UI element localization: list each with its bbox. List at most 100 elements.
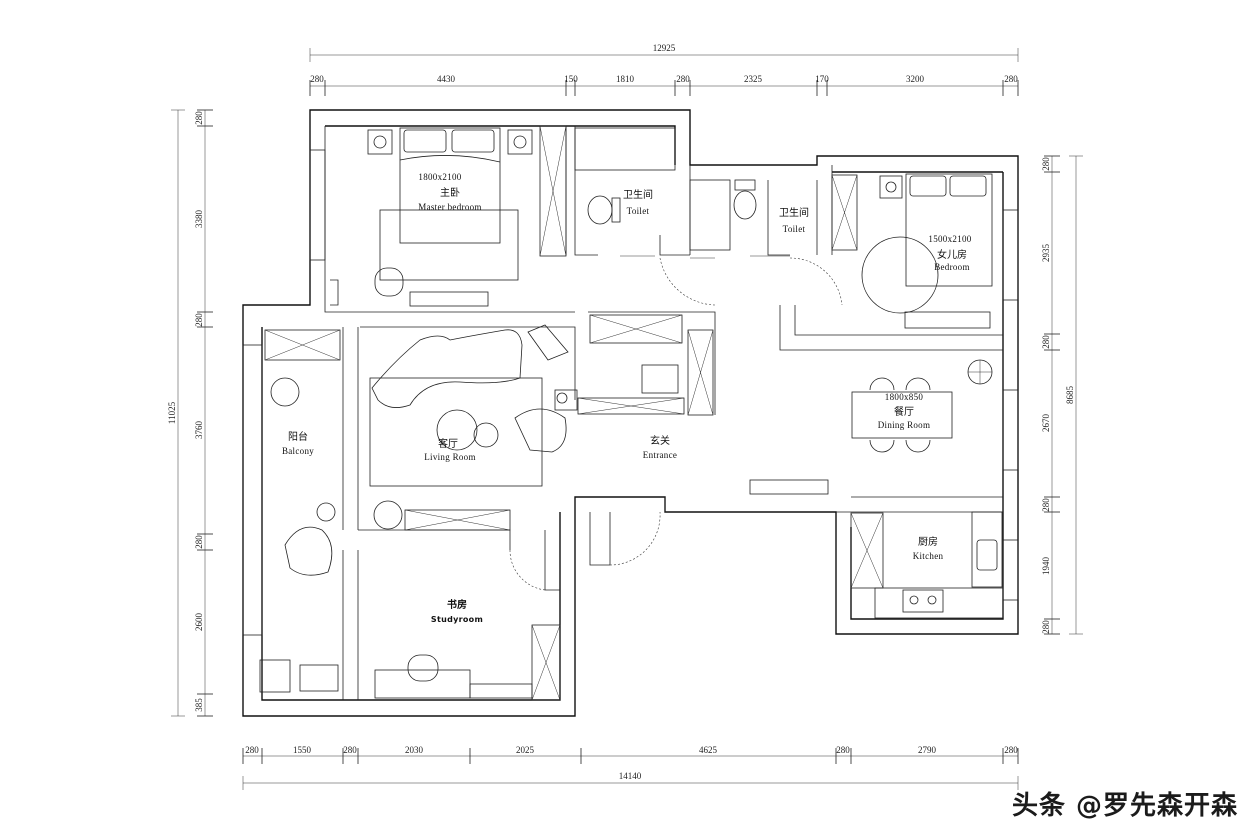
- bottom-seg-7: 280: [836, 745, 850, 755]
- chair: [407, 654, 439, 682]
- bottom-seg-8: 2790: [918, 745, 937, 755]
- master-bedroom: 1800x2100 主卧 Master bedroom: [330, 125, 567, 307]
- bed: [399, 127, 501, 244]
- desk: [904, 311, 991, 329]
- coffee-table: [436, 409, 478, 451]
- right-seg-6: 1940: [1041, 557, 1051, 576]
- left-total: 11025: [167, 401, 177, 424]
- chair: [374, 267, 404, 297]
- dining-room: 1800x850 餐厅 Dining Room: [749, 377, 953, 495]
- windows: [242, 149, 1019, 636]
- living-room: 客厅 Living Room: [369, 324, 578, 487]
- rug: [369, 377, 543, 487]
- girl-room: 1500x2100 女儿房 Bedroom: [861, 173, 993, 329]
- toilet-1-en: Toilet: [627, 206, 650, 216]
- right-total: 8685: [1065, 386, 1075, 405]
- bottom-seg-1: 280: [245, 745, 259, 755]
- lounge-chair: [284, 526, 333, 576]
- dining-plant-icon: [967, 359, 993, 385]
- toilet-2-cn: 卫生间: [779, 206, 809, 219]
- plant-icon: [270, 377, 300, 407]
- dining-en: Dining Room: [878, 420, 931, 430]
- bottom-seg-5: 2025: [516, 745, 535, 755]
- sideboard: [749, 479, 829, 495]
- top-seg-6: 2325: [744, 74, 763, 84]
- left-seg-2: 3380: [194, 210, 204, 229]
- right-seg-3: 280: [1041, 335, 1051, 349]
- dining-cn: 餐厅: [894, 405, 914, 418]
- sink-icon: [976, 539, 998, 571]
- bottom-seg-4: 2030: [405, 745, 424, 755]
- top-dimensions: 12925 280 4430 150 1810 280 2325 170 320…: [309, 43, 1019, 96]
- master-bedroom-cn: 主卧: [440, 186, 460, 199]
- toilet-2: 卫生间 Toilet: [689, 174, 858, 251]
- armchair: [514, 408, 567, 453]
- top-seg-9: 280: [1004, 74, 1018, 84]
- right-seg-1: 280: [1041, 157, 1051, 171]
- cabinet: [589, 314, 683, 344]
- left-seg-3: 280: [194, 313, 204, 327]
- bottom-seg-6: 4625: [699, 745, 718, 755]
- balcony-en: Balcony: [282, 446, 314, 456]
- sofa: [371, 329, 523, 408]
- right-dimensions: 280 2935 280 2670 280 1940 280 8685: [1041, 155, 1083, 635]
- right-seg-5: 280: [1041, 498, 1051, 512]
- sink-counter: [971, 511, 1003, 588]
- rug: [379, 209, 519, 281]
- balcony-cn: 阳台: [288, 430, 308, 443]
- study-en: Studyroom: [431, 615, 483, 624]
- entrance: 玄关 Entrance: [577, 314, 714, 460]
- desk: [374, 669, 471, 699]
- top-total: 12925: [653, 43, 676, 53]
- master-bedroom-en: Master bedroom: [418, 202, 481, 212]
- dining-table: [851, 391, 953, 439]
- top-seg-8: 3200: [906, 74, 925, 84]
- toilet-1: 卫生间 Toilet: [574, 127, 676, 225]
- study-room: 书房 Studyroom: [373, 500, 561, 701]
- kitchen-cn: 厨房: [918, 535, 938, 548]
- entrance-cn: 玄关: [650, 434, 670, 447]
- top-seg-7: 170: [815, 74, 829, 84]
- entrance-en: Entrance: [643, 450, 677, 460]
- plant-icon: [373, 500, 403, 530]
- wardrobe: [539, 125, 567, 257]
- top-seg-5: 280: [676, 74, 690, 84]
- left-seg-6: 2600: [194, 613, 204, 632]
- toilet-1-cn: 卫生间: [623, 188, 653, 201]
- study-cn: 书房: [447, 598, 467, 611]
- bottom-seg-9: 280: [1004, 745, 1018, 755]
- top-seg-3: 150: [564, 74, 578, 84]
- right-seg-2: 2935: [1041, 244, 1051, 263]
- right-seg-7: 280: [1041, 620, 1051, 634]
- door-swings: [509, 255, 843, 591]
- left-seg-5: 280: [194, 535, 204, 549]
- bottom-total: 14140: [619, 771, 642, 781]
- toilet-2-en: Toilet: [783, 224, 806, 234]
- bottom-seg-3: 280: [343, 745, 357, 755]
- kitchen: 厨房 Kitchen: [850, 511, 1004, 619]
- left-seg-4: 3760: [194, 421, 204, 440]
- round-rug: [861, 236, 939, 314]
- girl-room-en: Bedroom: [934, 262, 970, 272]
- dining-size: 1800x850: [885, 392, 924, 402]
- balcony: 阳台 Balcony: [259, 329, 341, 693]
- bed: [905, 173, 993, 287]
- stove-icon: [902, 589, 944, 613]
- left-seg-7: 385: [194, 698, 204, 712]
- master-bedroom-size: 1800x2100: [418, 172, 461, 182]
- watermark-text: 头条 @罗先森开森: [1011, 791, 1238, 821]
- desk: [409, 291, 489, 307]
- top-seg-1: 280: [310, 74, 324, 84]
- girl-room-cn: 女儿房: [937, 248, 967, 261]
- bottom-seg-2: 1550: [293, 745, 312, 755]
- living-en: Living Room: [424, 452, 476, 462]
- kitchen-en: Kitchen: [913, 551, 944, 561]
- living-cn: 客厅: [438, 437, 458, 450]
- top-seg-4: 1810: [616, 74, 635, 84]
- top-seg-2: 4430: [437, 74, 456, 84]
- bottom-dimensions: 280 1550 280 2030 2025 4625 280 2790 280…: [242, 745, 1019, 790]
- left-dimensions: 11025 280 3380 280 3760 280 2600 385: [167, 109, 213, 717]
- right-seg-4: 2670: [1041, 414, 1051, 433]
- left-seg-1: 280: [194, 111, 204, 125]
